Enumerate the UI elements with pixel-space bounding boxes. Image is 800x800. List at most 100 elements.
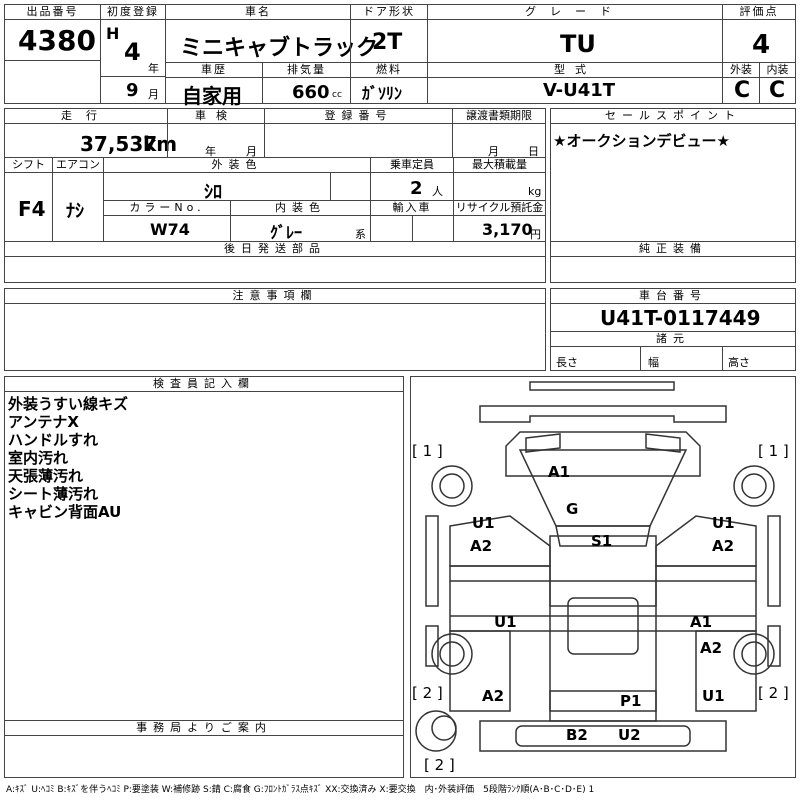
fuel-label: 燃料 [351,63,427,78]
int-color-unit: 系 [355,228,366,241]
door: 2T [372,30,403,55]
chassis-box [550,288,796,371]
color-no: W74 [150,220,190,239]
office-label: 事務局よりご案内 [5,721,403,736]
recycle-unit: 円 [530,228,541,241]
area-tag: [ 2 ] [424,756,455,774]
era: H [106,24,120,43]
inspector-note: シート薄汚れ [8,485,99,503]
damage-legend: A:ｷｽﾞ U:ﾍｺﾐ B:ｷｽﾞを伴うﾍｺﾐ P:要塗装 W:補修跡 S:錆 … [6,785,595,795]
damage-mark: A2 [470,537,493,555]
mileage-label: 走行 [5,109,167,124]
width-label: 幅 [648,356,659,369]
color: ｼﾛ [204,182,222,203]
later-parts-label: 後日発送部品 [5,242,545,257]
fuel: ｶﾞｿﾘﾝ [362,84,403,103]
first-reg-label: 初度登録 [101,5,165,20]
reg-year: 4 [124,38,141,66]
recycle-label: リサイクル預託金 [454,201,545,216]
chassis-no: U41T-0117449 [600,306,761,330]
damage-mark: U1 [472,514,495,532]
type-label: 型式 [428,63,722,78]
length-label: 長さ [556,356,578,369]
inspector-box [4,376,404,778]
insp-month-unit: 月 [246,145,257,158]
inspector-note: ハンドルすれ [8,431,99,449]
grade: TU [560,30,596,58]
shift: F4 [18,197,46,221]
inspector-note: 天張薄汚れ [8,467,84,485]
int-score: C [769,78,786,103]
ext-score: C [734,78,751,103]
capacity-label: 乗車定員 [371,158,453,173]
inspector-note: キャビン背面AU [8,503,122,521]
mileage: 37,537 [80,132,158,156]
type: V-U41T [543,80,616,101]
chassis-label: 車台番号 [551,289,795,304]
transfer-month-unit: 月 [488,145,499,158]
model-name: ミニキャブトラック [180,36,379,61]
height-label: 高さ [728,356,750,369]
shift-label: シフト [5,158,52,173]
damage-mark: U1 [712,514,735,532]
lot-no: 4380 [18,24,96,57]
damage-mark: A2 [482,687,505,705]
score-label: 評価点 [723,5,795,20]
import-label: 輸入車 [371,201,453,216]
inspector-note: アンテナX [8,413,79,431]
ac: ﾅｼ [66,201,84,222]
inspector-note: 室内汚れ [8,449,69,467]
grade-label: グレード [428,5,722,20]
sales-box [550,108,796,283]
area-tag: [ 2 ] [412,684,443,702]
int-color-label: 内装色 [231,201,370,216]
area-tag: [ 1 ] [758,442,789,460]
inspector-note: 外装うすい線キズ [8,395,129,413]
caution-box [4,288,546,371]
damage-mark: G [566,500,579,518]
truck-diagram [415,381,781,752]
door-label: ドア形状 [351,5,427,20]
model-name-label: 車名 [166,5,350,20]
recycle: 3,170 [482,220,533,239]
inspection-label: 車検 [168,109,264,124]
insp-year-unit: 年 [205,145,216,158]
caution-label: 注意事項欄 [5,289,545,304]
damage-mark: A1 [690,613,713,631]
sales-label: セールスポイント [551,109,795,124]
maxload-label: 最大積載量 [454,158,545,173]
reg-year-unit: 年 [148,62,159,75]
sales-text: ★オークションデビュー★ [553,132,730,150]
spec-label: 諸元 [551,332,795,347]
damage-mark: U1 [702,687,725,705]
car-diagram-box [410,376,796,778]
capacity-unit: 人 [432,185,443,198]
transfer-day-unit: 日 [528,145,539,158]
damage-mark: A2 [712,537,735,555]
int-label: 内装 [760,63,795,78]
transfer-label: 譲渡書類期限 [453,109,545,124]
mileage-unit: km [143,132,178,156]
history-label: 車歴 [166,63,262,78]
capacity: 2 [410,178,423,199]
inspector-notes: 外装うすい線キズ アンテナX ハンドルすれ 室内汚れ 天張薄汚れ シート薄汚れ … [8,395,128,521]
int-color: ｸﾞﾚｰ [270,223,303,242]
maxload-unit: kg [528,185,542,198]
inspector-label: 検査員記入欄 [5,377,403,392]
damage-mark: U1 [494,613,517,631]
damage-mark: A1 [548,463,571,481]
displacement: 660 [292,82,330,103]
genuine-label: 純正装備 [551,242,795,257]
lot-no-label: 出品番号 [5,5,100,20]
area-tag: [ 2 ] [758,684,789,702]
vehicle-table [4,108,546,283]
color-label: 外装色 [104,158,370,173]
score: 4 [752,30,771,60]
damage-mark: A2 [700,639,723,657]
color-no-label: カラーNo. [104,201,230,216]
ext-label: 外装 [723,63,759,78]
damage-mark: P1 [620,692,642,710]
damage-mark: B2 [566,726,588,744]
header-table [4,4,796,104]
damage-mark: S1 [591,532,613,550]
